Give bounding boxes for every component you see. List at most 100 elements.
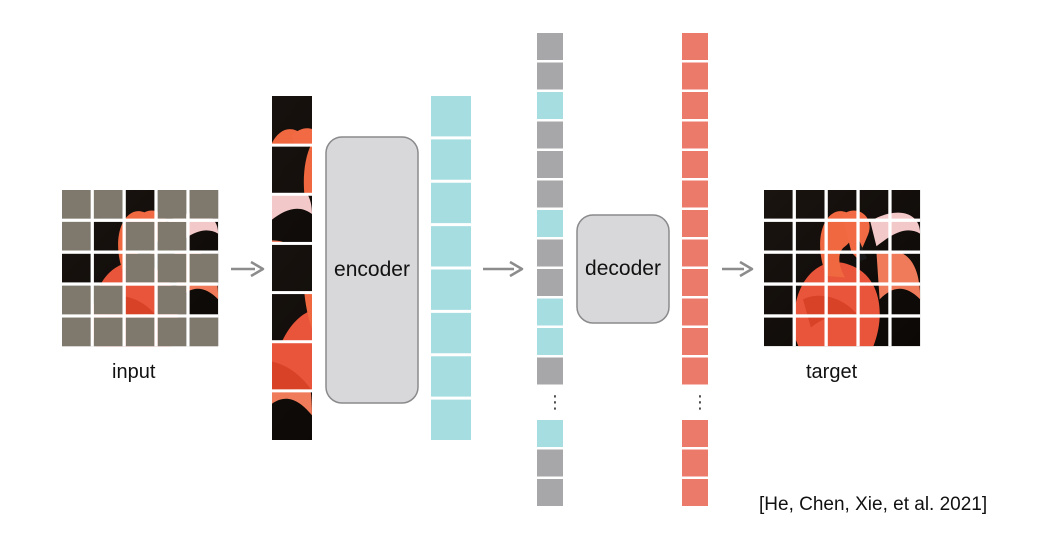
encoder-token — [431, 356, 471, 397]
grid-line — [62, 218, 219, 222]
encoder-token — [431, 312, 471, 354]
mask-token — [537, 151, 563, 178]
flamingo-body — [282, 310, 312, 342]
flamingo-beak — [857, 236, 868, 262]
masked-patch — [157, 221, 187, 251]
encoder-token — [431, 139, 471, 180]
output-token — [682, 298, 708, 326]
masked-patch — [157, 190, 187, 219]
visible-token — [537, 328, 563, 355]
flamingo-body — [150, 357, 260, 489]
output-token — [682, 420, 708, 447]
flamingo-neck — [303, 145, 312, 195]
mask-token — [537, 62, 563, 90]
grid-line — [888, 190, 892, 347]
output-token — [682, 92, 708, 119]
flamingo-head — [842, 210, 870, 259]
flamingo-beak — [232, 317, 244, 356]
strip-divider — [272, 143, 312, 147]
feather-wing — [876, 250, 921, 300]
encoder-token — [431, 226, 471, 267]
feather-shadow — [162, 410, 232, 460]
grid-line — [764, 282, 921, 286]
masked-patch — [62, 285, 91, 315]
output-token — [682, 328, 708, 355]
encoder-token — [431, 269, 471, 310]
ellipsis-left: ⋮ — [546, 392, 564, 412]
masked-patch — [157, 253, 187, 283]
masked-patch — [157, 317, 187, 347]
grid-line — [122, 190, 126, 347]
grid-line — [154, 190, 158, 347]
masked-patch — [125, 317, 155, 347]
masked-patch — [125, 221, 155, 251]
flamingo-beak — [312, 268, 324, 307]
arrow-encoder-to-decoder-input — [483, 260, 524, 278]
strip-divider — [272, 340, 312, 344]
feather-shadow — [803, 295, 858, 328]
feather-wing — [272, 390, 312, 416]
mask-token — [537, 121, 563, 149]
output-token — [682, 33, 708, 60]
output-token — [682, 62, 708, 90]
flamingo-beak — [232, 219, 244, 258]
grid-line — [62, 250, 219, 254]
strip-patch — [272, 96, 312, 146]
output-token — [682, 151, 708, 178]
arrow-output-to-target — [722, 260, 754, 278]
target-label: target — [806, 361, 858, 383]
output-token — [682, 180, 708, 208]
grid-line — [62, 282, 219, 286]
encoder-block — [325, 136, 419, 404]
flamingo-head — [292, 128, 312, 146]
feather-light — [272, 194, 312, 220]
mask-token — [537, 449, 563, 477]
masked-patch — [189, 253, 219, 283]
grid-line — [764, 250, 921, 254]
masked-patch — [93, 317, 123, 347]
grid-line — [792, 190, 796, 347]
grid-line — [824, 190, 828, 347]
feather-shadow — [272, 361, 312, 391]
mask-token — [537, 479, 563, 506]
grid-line — [764, 218, 921, 222]
masked-patch — [157, 285, 187, 315]
masked-patch — [62, 317, 91, 347]
visible-token — [537, 92, 563, 119]
flamingo-neck — [304, 292, 312, 330]
grid-line — [90, 190, 94, 347]
grid-line — [62, 314, 219, 318]
arrow-head — [509, 260, 524, 278]
encoder-token — [431, 399, 471, 440]
output-token — [682, 269, 708, 296]
strip-patch — [272, 292, 312, 342]
visible-patch-strip — [150, 96, 324, 489]
masked-patch — [125, 253, 155, 283]
strip-patch — [272, 243, 312, 293]
strip-divider — [272, 241, 312, 245]
grid-line — [856, 190, 860, 347]
masked-patch — [189, 190, 219, 219]
strip-patch — [272, 145, 312, 195]
output-token — [682, 479, 708, 506]
citation: [He, Chen, Xie, et al. 2021] — [759, 494, 988, 515]
mask-token — [537, 33, 563, 60]
grid-line — [186, 190, 190, 347]
strip-divider — [272, 192, 312, 196]
mask-token — [537, 239, 563, 267]
masked-patch — [93, 285, 123, 315]
output-token — [682, 449, 708, 477]
masked-patch — [62, 221, 91, 251]
arrow-head — [739, 260, 754, 278]
visible-token — [537, 420, 563, 447]
mask-token — [537, 180, 563, 208]
input-grid — [62, 190, 219, 347]
masked-patch — [93, 190, 123, 219]
mask-token — [537, 357, 563, 385]
visible-token — [537, 210, 563, 237]
encoder-token — [431, 96, 471, 137]
arrow-head — [250, 260, 265, 278]
mask-token — [537, 269, 563, 296]
